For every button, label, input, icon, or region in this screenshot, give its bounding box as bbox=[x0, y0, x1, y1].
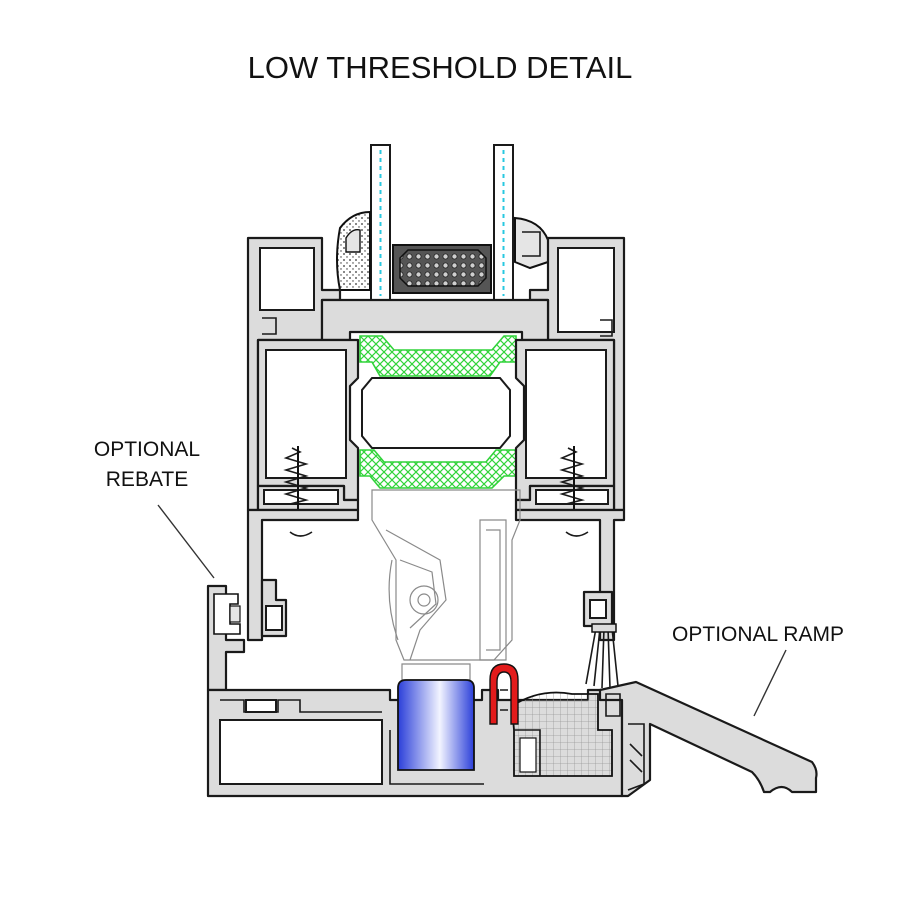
callout-optional-rebate-line1: OPTIONAL bbox=[94, 438, 200, 461]
glazing-gaskets bbox=[336, 210, 549, 291]
brush-seal bbox=[585, 623, 619, 689]
red-seal bbox=[489, 663, 519, 725]
drainage-block bbox=[397, 679, 475, 771]
callout-optional-rebate-line2: REBATE bbox=[106, 468, 188, 491]
sash-chambers bbox=[256, 338, 616, 512]
thermal-break-lower bbox=[359, 449, 517, 489]
ramp-leader-line bbox=[753, 649, 787, 717]
page-title: LOW THRESHOLD DETAIL bbox=[248, 50, 633, 85]
threshold-ramp bbox=[598, 680, 818, 798]
rebate-clip bbox=[206, 584, 246, 692]
rebate-leader-line bbox=[157, 504, 215, 579]
outer-frame bbox=[246, 236, 626, 512]
outer-gasket bbox=[514, 216, 549, 270]
lower-frame bbox=[246, 508, 626, 642]
hinge-mechanism bbox=[371, 489, 521, 681]
callout-optional-ramp: OPTIONAL RAMP bbox=[672, 623, 844, 646]
glazing-unit bbox=[370, 144, 514, 325]
thermal-break-upper bbox=[359, 335, 517, 377]
